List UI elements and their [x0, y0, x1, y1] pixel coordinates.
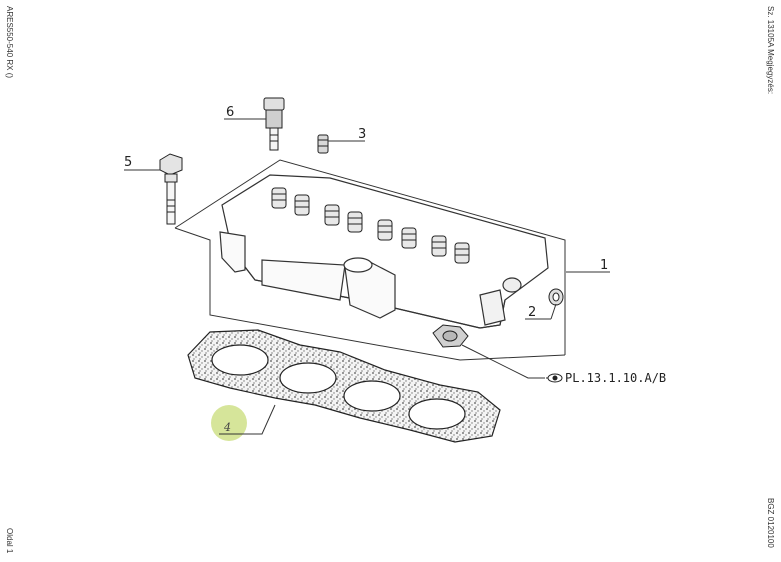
leader-lines: [124, 118, 610, 435]
bolt-part-5: [159, 153, 183, 225]
callout-1: 1: [600, 258, 608, 273]
valve-spring: [294, 194, 310, 216]
callout-6: 6: [226, 105, 234, 120]
valve-spring: [454, 242, 470, 264]
stud-part-3: [317, 134, 329, 154]
reference-link[interactable]: PL.13.1.10.A/B: [565, 371, 666, 385]
valve-springs: [271, 187, 470, 264]
plug-part-2: [548, 288, 564, 306]
valve-spring: [271, 187, 287, 209]
leader-reference: [461, 344, 545, 379]
valve-spring: [401, 227, 417, 249]
callout-5: 5: [124, 155, 132, 170]
valve-spring: [324, 204, 340, 226]
cylinder-head: [219, 174, 549, 329]
callout-3: 3: [358, 127, 366, 142]
sensor-part-6: [263, 97, 285, 151]
assembly-frame: [174, 159, 566, 361]
valve-spring: [347, 211, 363, 233]
valve-spring: [377, 219, 393, 241]
valve-spring: [431, 235, 447, 257]
head-gasket-part-4: [187, 329, 501, 443]
callout-4-highlight: [211, 405, 247, 441]
nut-reference-part: [432, 324, 469, 348]
callout-4: 4: [223, 421, 231, 434]
eye-icon: [546, 373, 563, 383]
callout-2: 2: [528, 305, 536, 320]
leader-4: [219, 404, 276, 435]
